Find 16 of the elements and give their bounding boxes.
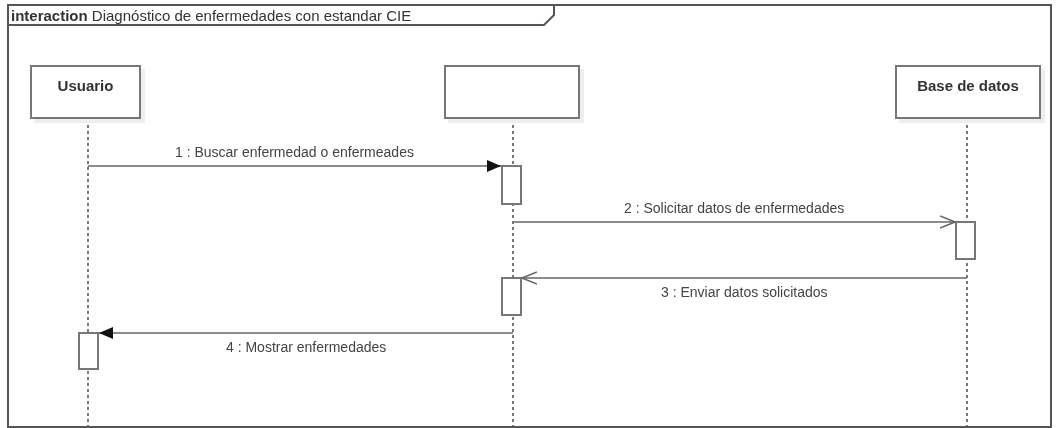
message-arrow: [98, 327, 514, 339]
lifeline-name: Base de datos: [917, 77, 1019, 94]
edge-label: 1 : Buscar enfermedad o enfermeades: [173, 144, 416, 160]
lifeline-name: Usuario: [57, 77, 114, 94]
activation-bar: [78, 332, 99, 370]
frame-title: interaction Diagnóstico de enfermedades con estandar CIE: [11, 7, 412, 24]
message-arrow: [512, 215, 956, 229]
message-arrow: [87, 160, 502, 172]
edge-label: 3 : Enviar datos solicitados: [659, 284, 830, 300]
edge-label: 2 : Solicitar datos de enfermedades: [622, 200, 847, 216]
activation-bar: [955, 221, 976, 260]
activation-bar: [501, 277, 522, 316]
message-arrow: [521, 271, 968, 285]
interaction-frame: [7, 4, 1052, 428]
activation-bar: [501, 165, 522, 205]
edge-label: 4 : Mostrar enfermedades: [224, 339, 389, 355]
